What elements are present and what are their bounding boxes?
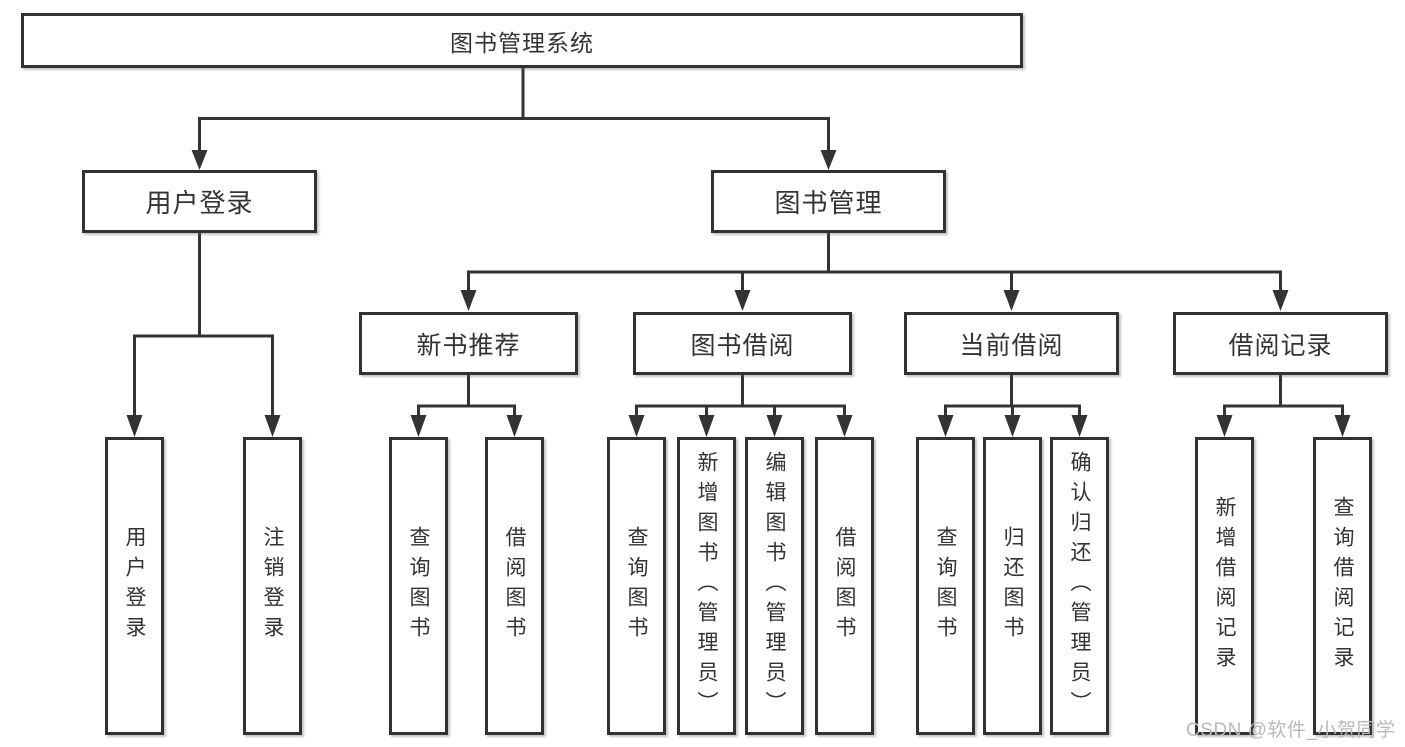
node-current-borrow: 当前借阅 (904, 312, 1119, 375)
leaf-add-book-admin: 新增图书（管理员） (677, 437, 736, 735)
node-borrow-records-label: 借阅记录 (1228, 331, 1333, 360)
leaf-query-books-recommend-label: 查询图书 (407, 526, 430, 646)
node-book-borrow-label: 图书借阅 (690, 331, 795, 360)
node-new-book-recommend-label: 新书推荐 (416, 331, 521, 360)
leaf-borrow-books-recommend: 借阅图书 (485, 437, 544, 735)
node-user-login: 用户登录 (82, 170, 317, 233)
leaf-query-books-borrow-label: 查询图书 (625, 526, 648, 646)
leaf-query-books-borrow: 查询图书 (607, 437, 666, 735)
leaf-return-book: 归还图书 (983, 437, 1042, 735)
node-borrow-records: 借阅记录 (1173, 312, 1388, 375)
leaf-query-borrow-record: 查询借阅记录 (1313, 437, 1372, 735)
node-new-book-recommend: 新书推荐 (359, 312, 578, 375)
leaf-query-books-current-label: 查询图书 (934, 526, 957, 646)
leaf-borrow-books-borrow: 借阅图书 (815, 437, 874, 735)
leaf-return-book-label: 归还图书 (1001, 526, 1024, 646)
leaf-query-books-recommend: 查询图书 (389, 437, 448, 735)
leaf-add-borrow-record-label: 新增借阅记录 (1213, 496, 1236, 676)
node-book-borrow: 图书借阅 (633, 312, 852, 375)
leaf-edit-book-admin-label: 编辑图书（管理员） (763, 451, 786, 721)
node-current-borrow-label: 当前借阅 (959, 331, 1064, 360)
leaf-borrow-books-borrow-label: 借阅图书 (833, 526, 856, 646)
node-user-login-label: 用户登录 (145, 188, 254, 218)
leaf-user-login-label: 用户登录 (123, 526, 146, 646)
leaf-query-books-current: 查询图书 (916, 437, 975, 735)
node-root: 图书管理系统 (21, 13, 1023, 68)
leaf-add-book-admin-label: 新增图书（管理员） (695, 451, 718, 721)
node-root-label: 图书管理系统 (450, 29, 594, 56)
leaf-add-borrow-record: 新增借阅记录 (1195, 437, 1254, 735)
node-book-management-label: 图书管理 (774, 188, 883, 218)
leaf-logout-label: 注销登录 (261, 526, 284, 646)
watermark: CSDN @软件_小贺同学 (1186, 720, 1396, 741)
leaf-confirm-return-admin: 确认归还（管理员） (1050, 437, 1109, 735)
leaf-edit-book-admin: 编辑图书（管理员） (745, 437, 804, 735)
leaf-user-login: 用户登录 (105, 437, 164, 735)
leaf-confirm-return-admin-label: 确认归还（管理员） (1068, 451, 1091, 721)
leaf-logout: 注销登录 (243, 437, 302, 735)
leaf-borrow-books-recommend-label: 借阅图书 (503, 526, 526, 646)
leaf-query-borrow-record-label: 查询借阅记录 (1331, 496, 1354, 676)
node-book-management: 图书管理 (711, 170, 946, 233)
